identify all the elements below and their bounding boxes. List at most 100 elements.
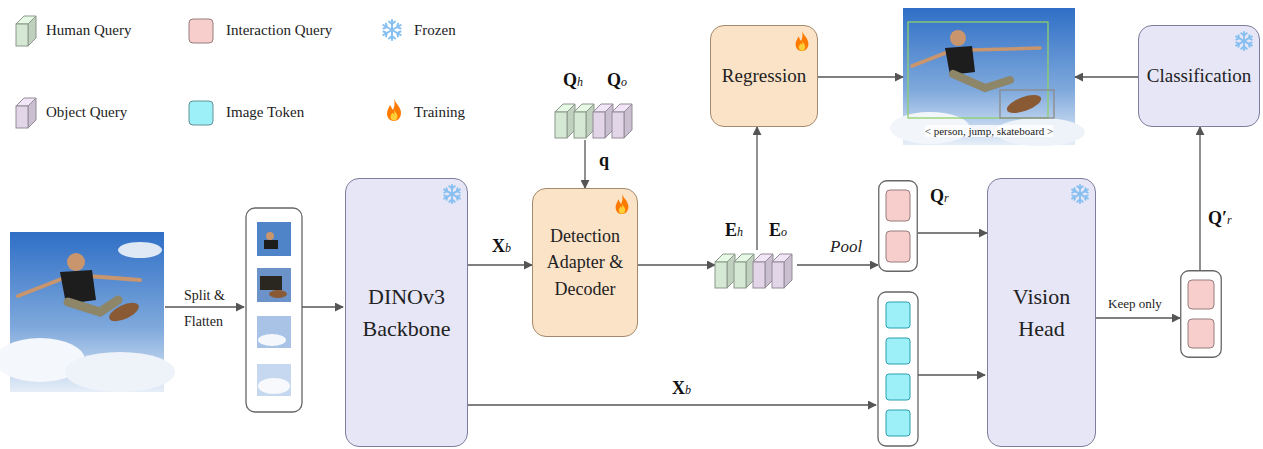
query-tokens: QhQo [555, 100, 637, 140]
token-front [574, 112, 586, 138]
token-group [878, 180, 918, 272]
patch-frame [246, 208, 302, 412]
edge-label: Pool [828, 237, 864, 257]
regression-box: Regression [710, 25, 818, 127]
token-label: Qr [930, 186, 949, 208]
token-group [1180, 270, 1222, 358]
photo-cloud [118, 242, 162, 258]
feature-label: Xb [672, 378, 691, 400]
status-glyph [1236, 32, 1252, 50]
person-arm [970, 48, 1040, 50]
backbone-box: DINOv3 Backbone [345, 178, 468, 447]
token-label: Eo [769, 220, 787, 242]
connector [756, 127, 757, 250]
box-label: Classification [1147, 62, 1251, 90]
legend-swatch [380, 18, 404, 42]
token-front [16, 24, 28, 46]
token-label: Q′r [1208, 208, 1232, 230]
token-frame [1181, 271, 1222, 358]
token-front [593, 112, 605, 138]
patch-tile [257, 316, 291, 348]
status-icon [1069, 183, 1091, 205]
status-glyph [1072, 185, 1088, 203]
prediction-label: < person, jump, skateboard > [903, 124, 1075, 138]
status-icon [1233, 30, 1255, 52]
vision-head-box: Vision Head [987, 178, 1096, 447]
person-head [950, 30, 966, 46]
legend-text: Human Query [46, 21, 131, 39]
skateboard [1005, 91, 1044, 116]
status-icon [611, 193, 633, 215]
token-frame [879, 181, 918, 272]
image-token [886, 410, 910, 436]
token-group [555, 100, 637, 140]
token-front [555, 112, 567, 138]
legend-square [189, 19, 213, 43]
legend-text: Interaction Query [226, 21, 332, 39]
status-glyph [444, 185, 460, 203]
refined-tokens: Q′r [1180, 270, 1222, 358]
legend-square [189, 101, 213, 125]
person-arm [88, 276, 140, 280]
flow-arrow [165, 306, 244, 307]
status-glyph [796, 31, 809, 51]
person-arm [912, 52, 948, 66]
status-icon [791, 30, 813, 52]
person-arm [18, 278, 64, 296]
box-label: Vision Head [994, 281, 1089, 345]
box-label: DINOv3 Backbone [352, 281, 461, 345]
interaction-tokens: Qr [878, 180, 918, 272]
photo-sky [903, 8, 1075, 145]
interaction-token [886, 231, 910, 262]
human-box [908, 22, 1048, 118]
patch-tile [257, 364, 291, 396]
image-token [886, 302, 910, 328]
connector [818, 76, 903, 77]
skateboard [107, 299, 142, 325]
interaction-token [1188, 280, 1214, 309]
legend-text: Object Query [46, 103, 127, 121]
legend-swatch [188, 100, 214, 126]
person-legs [953, 74, 1010, 88]
interaction-token [1188, 319, 1214, 348]
result-image: < person, jump, skateboard > [903, 8, 1075, 145]
token-group [715, 250, 797, 290]
output-photo [890, 8, 1085, 146]
legend-swatch [382, 98, 406, 122]
token-label: Eh [725, 220, 743, 242]
legend-swatch [14, 96, 44, 130]
connector [797, 264, 878, 265]
classification-box: Classification [1138, 25, 1260, 127]
legend-text: Frozen [414, 21, 456, 39]
patch-tile [257, 222, 291, 256]
input-photo [0, 232, 175, 392]
photo-cloud [65, 352, 175, 392]
edge-label: Keep only [1106, 296, 1164, 312]
embedding-tokens: EhEo [715, 250, 797, 290]
flow-arrow [918, 374, 985, 375]
interaction-token [886, 190, 910, 221]
legend-text: Image Token [226, 103, 304, 121]
legend-swatch [188, 18, 214, 44]
status-icon [441, 183, 463, 205]
token-front [715, 262, 727, 288]
token-front [753, 262, 765, 288]
connector [1075, 76, 1138, 77]
patch-detail [258, 378, 290, 394]
token-side [784, 254, 792, 288]
step-label: Split & Flatten [184, 283, 242, 335]
token-front [612, 112, 624, 138]
connector [1199, 127, 1200, 270]
flow-arrow [302, 306, 343, 307]
person-legs [68, 300, 118, 312]
patch-detail [258, 334, 286, 346]
connector [638, 264, 715, 265]
edge-label: q [597, 150, 611, 172]
patch-tile [257, 268, 291, 302]
token-side [28, 98, 36, 128]
connector [1096, 317, 1180, 318]
token-side [28, 16, 36, 46]
legend-swatch [14, 14, 44, 48]
token-front [772, 262, 784, 288]
